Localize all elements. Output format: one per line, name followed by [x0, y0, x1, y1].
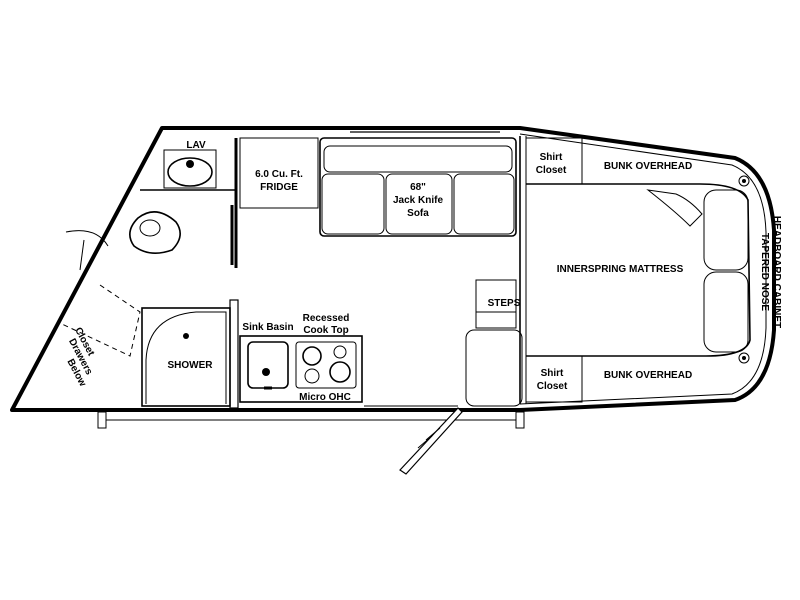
shirt-closet-top-label-2: Closet — [536, 165, 567, 176]
exterior-wall — [10, 126, 776, 412]
lav-counter — [163, 149, 217, 189]
fridge-label-2: FRIDGE — [260, 182, 298, 193]
sofa-label-3: Sofa — [407, 208, 429, 219]
entry-door — [364, 405, 463, 475]
cabinet-label-1: TAPERED NOSE — [759, 233, 770, 311]
entry-cabinet — [465, 329, 523, 407]
shirt-closet-bottom-label-1: Shirt — [541, 368, 564, 379]
bed-corner-top-dot — [742, 179, 746, 183]
closet-outline — [61, 284, 141, 357]
shirt-closet-bottom — [525, 355, 583, 403]
fridge — [239, 137, 319, 209]
fridge-label-1: 6.0 Cu. Ft. — [255, 169, 303, 180]
mattress-icon — [526, 183, 751, 357]
cooktop-label-2: Cook Top — [303, 325, 348, 336]
shower-drain-icon — [183, 333, 189, 339]
lav-label: LAV — [186, 140, 206, 151]
rear-foot-right — [515, 411, 525, 429]
cabinet-label-2: HEADBOARD CABINET — [771, 216, 782, 328]
sofa-label-2: Jack Knife — [393, 195, 443, 206]
bath-partition-post — [229, 299, 239, 409]
bed-corner-top — [738, 175, 750, 187]
cooktop-label-1: Recessed — [303, 313, 350, 324]
sofa-icon — [319, 137, 517, 237]
door-swing-arc — [65, 230, 109, 247]
exterior-door — [79, 239, 85, 271]
toilet-icon — [129, 211, 181, 254]
shirt-closet-top-label-1: Shirt — [540, 152, 563, 163]
shirt-closet-bottom-label-2: Closet — [537, 381, 568, 392]
sink-drain-icon — [262, 368, 270, 376]
bunk-overhead-top-label: BUNK OVERHEAD — [604, 161, 692, 172]
steps-label: STEPS — [488, 298, 521, 309]
bed-corner-bottom-dot — [742, 356, 746, 360]
front-foot-left — [97, 411, 107, 429]
bunk-overhead-bottom-label: BUNK OVERHEAD — [604, 370, 692, 381]
mattress-label: INNERSPRING MATTRESS — [557, 264, 684, 275]
kitchen-counter — [239, 335, 363, 403]
lav-basin — [167, 157, 213, 187]
lav-faucet-icon — [186, 160, 194, 168]
cooktop-icon — [295, 341, 357, 389]
sink-basin-label: Sink Basin — [242, 322, 293, 333]
steps — [475, 279, 517, 329]
shower-label: SHOWER — [168, 360, 214, 371]
sink-basin-icon — [247, 341, 289, 389]
micro-label: Micro OHC — [299, 392, 351, 403]
shower-curve — [145, 311, 227, 404]
bed-corner-bottom — [738, 352, 750, 364]
nose-inner-wall — [519, 133, 767, 405]
shower-tray — [141, 307, 231, 407]
sofa-label-1: 68" — [410, 182, 426, 193]
